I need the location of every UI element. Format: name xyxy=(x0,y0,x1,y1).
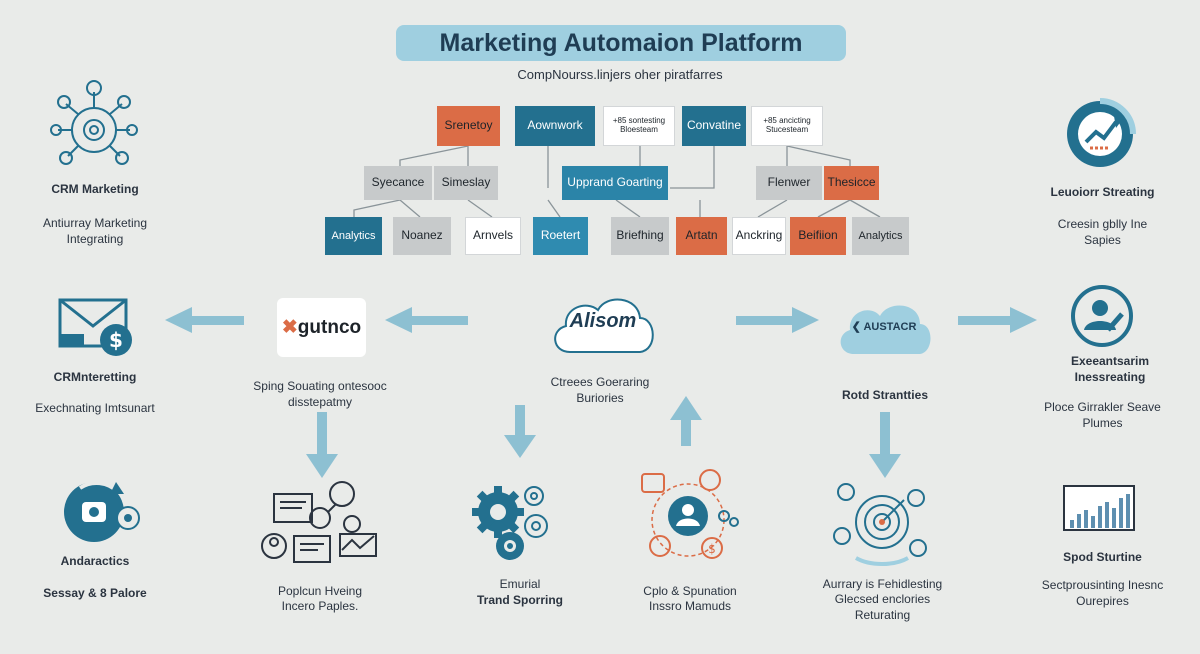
tree-node-bottom-7: Anckring xyxy=(732,217,786,255)
bar-chart-icon xyxy=(1063,485,1135,531)
bottom-2-title: Emurial xyxy=(499,577,541,591)
tree-node-mid-5: Thesicce xyxy=(824,166,879,200)
tree-node-bottom-1: Analytics xyxy=(325,217,382,255)
tree-node-top-2: Aownwork xyxy=(515,106,595,146)
alisom-logo-text: Alisom xyxy=(569,310,637,332)
right-bottom-title: Spod Sturtine xyxy=(1063,550,1142,564)
analytics-refresh-icon xyxy=(64,481,140,542)
gutnco-logo: ✖gutnco xyxy=(282,316,361,339)
email-dollar-icon: $ xyxy=(58,298,132,356)
target-team-icon xyxy=(833,483,927,566)
svg-text:$: $ xyxy=(708,542,716,556)
left-mid-title: CRMnteretting xyxy=(53,370,137,384)
tree-node-top-5: +85 ancicting Stucesteam xyxy=(751,106,823,146)
left-top-title: CRM Marketing xyxy=(51,182,139,196)
gutnco-desc: Sping Souating ontesooc disstepatmy xyxy=(253,379,387,410)
austacr-cloud-logo xyxy=(840,305,931,354)
bottom-1-title: Poplcun Hveing xyxy=(277,584,363,598)
tree-node-mid-3: Upprand Goarting xyxy=(562,166,668,200)
gears-icon xyxy=(472,486,548,560)
title-banner: Marketing Automaion Platform xyxy=(396,25,846,61)
page-subtitle: CompNourss.linjers oher piratfarres xyxy=(517,67,723,82)
right-top-title: Leuoiorr Streating xyxy=(1050,185,1155,199)
austacr-logo-label: AUSTACR xyxy=(863,321,917,333)
left-bottom-title: Andaractics xyxy=(60,554,130,568)
alisom-desc: Ctreees Goeraring Buriories xyxy=(550,375,650,406)
tree-node-bottom-2: Noanez xyxy=(393,217,451,255)
austacr-desc: Rotd Strantties xyxy=(841,388,928,402)
right-mid-title: Exeeantsarim Inessreating xyxy=(1070,354,1150,385)
right-mid-desc: Ploce Girrakler Seave Plumes xyxy=(1044,400,1161,431)
bottom-4-desc: Glecsed enclories Returating xyxy=(834,592,931,623)
monitor-people-icon xyxy=(261,481,377,563)
tree-node-bottom-8: Beifiion xyxy=(790,217,846,255)
user-cycle-icon: $ xyxy=(641,469,739,559)
tree-node-mid-2: Simeslay xyxy=(434,166,498,200)
left-mid-desc: Exechnating Imtsunart xyxy=(35,401,155,415)
austacr-mark-icon: ❮ xyxy=(851,321,861,333)
tree-node-bottom-3: Arnvels xyxy=(465,217,521,255)
bottom-4-title: Aurrary is Fehidlesting xyxy=(822,577,943,591)
tree-node-top-4: Convatine xyxy=(682,106,746,146)
gutnco-logo-card: ✖gutnco xyxy=(277,298,366,357)
right-bottom-desc: Sectprousinting Inesnc Ourepires xyxy=(1041,578,1164,609)
tree-node-bottom-4: Roetert xyxy=(533,217,588,255)
tree-node-top-1: Srenetoy xyxy=(437,106,500,146)
tree-node-mid-4: Flenwer xyxy=(756,166,822,200)
bottom-3-desc: Inssro Mamuds xyxy=(648,599,732,613)
alisom-cloud-logo xyxy=(554,298,654,353)
bottom-1-desc: Incero Paples. xyxy=(281,599,359,613)
austacr-logo-text: ❮ AUSTACR xyxy=(834,320,934,333)
left-bottom-desc: Sessay & 8 Palore xyxy=(43,586,147,600)
tree-node-bottom-9: Analytics xyxy=(852,217,909,255)
crm-network-icon xyxy=(50,80,138,165)
bottom-2-desc: Trand Sporring xyxy=(476,593,563,607)
svg-text:$: $ xyxy=(109,328,123,352)
page-title: Marketing Automaion Platform xyxy=(439,28,803,57)
tree-node-mid-1: Syecance xyxy=(364,166,432,200)
right-top-desc: Creesin gblly Ine Sapies xyxy=(1057,217,1148,248)
tree-node-top-3: +85 sontesting Bloesteam xyxy=(603,106,675,146)
tree-node-bottom-6: Artatn xyxy=(676,217,727,255)
left-top-desc: Antiurray Marketing Integrating xyxy=(42,216,148,247)
user-edit-icon xyxy=(1071,285,1133,347)
gutnco-mark-icon: ✖ xyxy=(281,317,298,338)
gutnco-logo-text: gutnco xyxy=(297,317,362,338)
tree-node-bottom-5: Briefhing xyxy=(611,217,669,255)
bottom-3-title: Cplo & Spunation xyxy=(643,584,737,598)
growth-target-icon xyxy=(1067,98,1136,167)
